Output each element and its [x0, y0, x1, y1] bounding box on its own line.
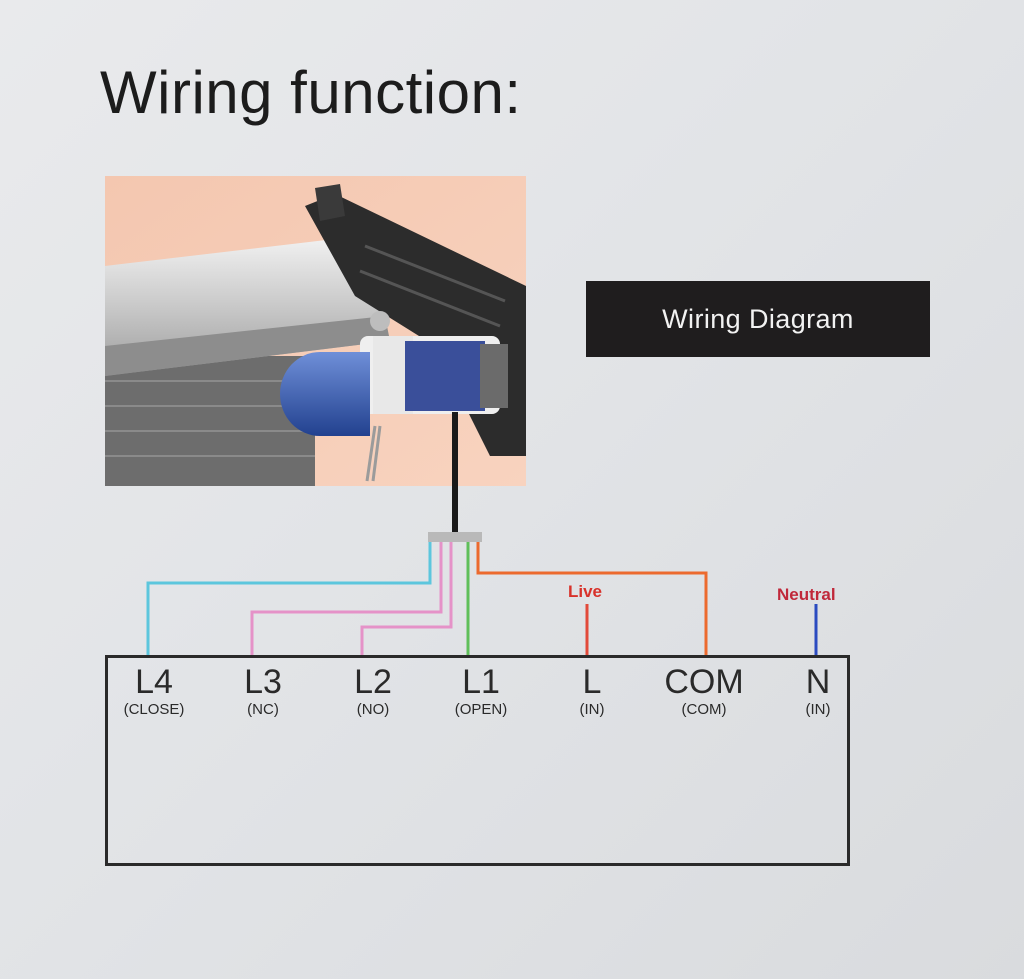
terminal-code: L1 — [462, 663, 500, 701]
cable-connector — [428, 532, 482, 542]
terminal-code: L4 — [135, 663, 173, 701]
neutral-label: Neutral — [777, 585, 836, 604]
com-wire — [476, 542, 708, 655]
terminal-function: (COM) — [681, 701, 727, 718]
page-title: Wiring function: — [100, 59, 522, 126]
terminal-l1: L1 (OPEN) — [411, 662, 551, 720]
terminal-com: COM (COM) — [634, 662, 774, 720]
terminal-code: L3 — [244, 663, 282, 701]
terminal-function: (CLOSE) — [123, 701, 185, 718]
terminal-l4: L4 (CLOSE) — [84, 662, 224, 720]
awning-motor-photo — [105, 176, 526, 486]
terminal-block — [105, 655, 850, 866]
terminal-l3: L3 (NC) — [193, 662, 333, 720]
terminal-code: L — [582, 663, 602, 701]
terminal-code: L2 — [354, 663, 392, 701]
l2-wire — [360, 542, 453, 655]
terminal-function: (OPEN) — [454, 701, 508, 718]
terminal-code: COM — [664, 663, 744, 701]
terminal-l2: L2 (NO) — [303, 662, 443, 720]
terminal-function: (NO) — [356, 701, 390, 718]
l3-wire — [250, 542, 443, 655]
l4-wire — [146, 542, 432, 655]
terminal-l: L (IN) — [522, 662, 662, 720]
terminal-code: N — [805, 663, 831, 701]
terminal-function: (IN) — [579, 701, 605, 718]
terminal-function: (IN) — [805, 701, 831, 718]
terminal-n: N (IN) — [748, 662, 888, 720]
terminal-function: (NC) — [247, 701, 279, 718]
live-label: Live — [568, 582, 603, 601]
wiring-diagram-badge: Wiring Diagram — [586, 281, 930, 357]
